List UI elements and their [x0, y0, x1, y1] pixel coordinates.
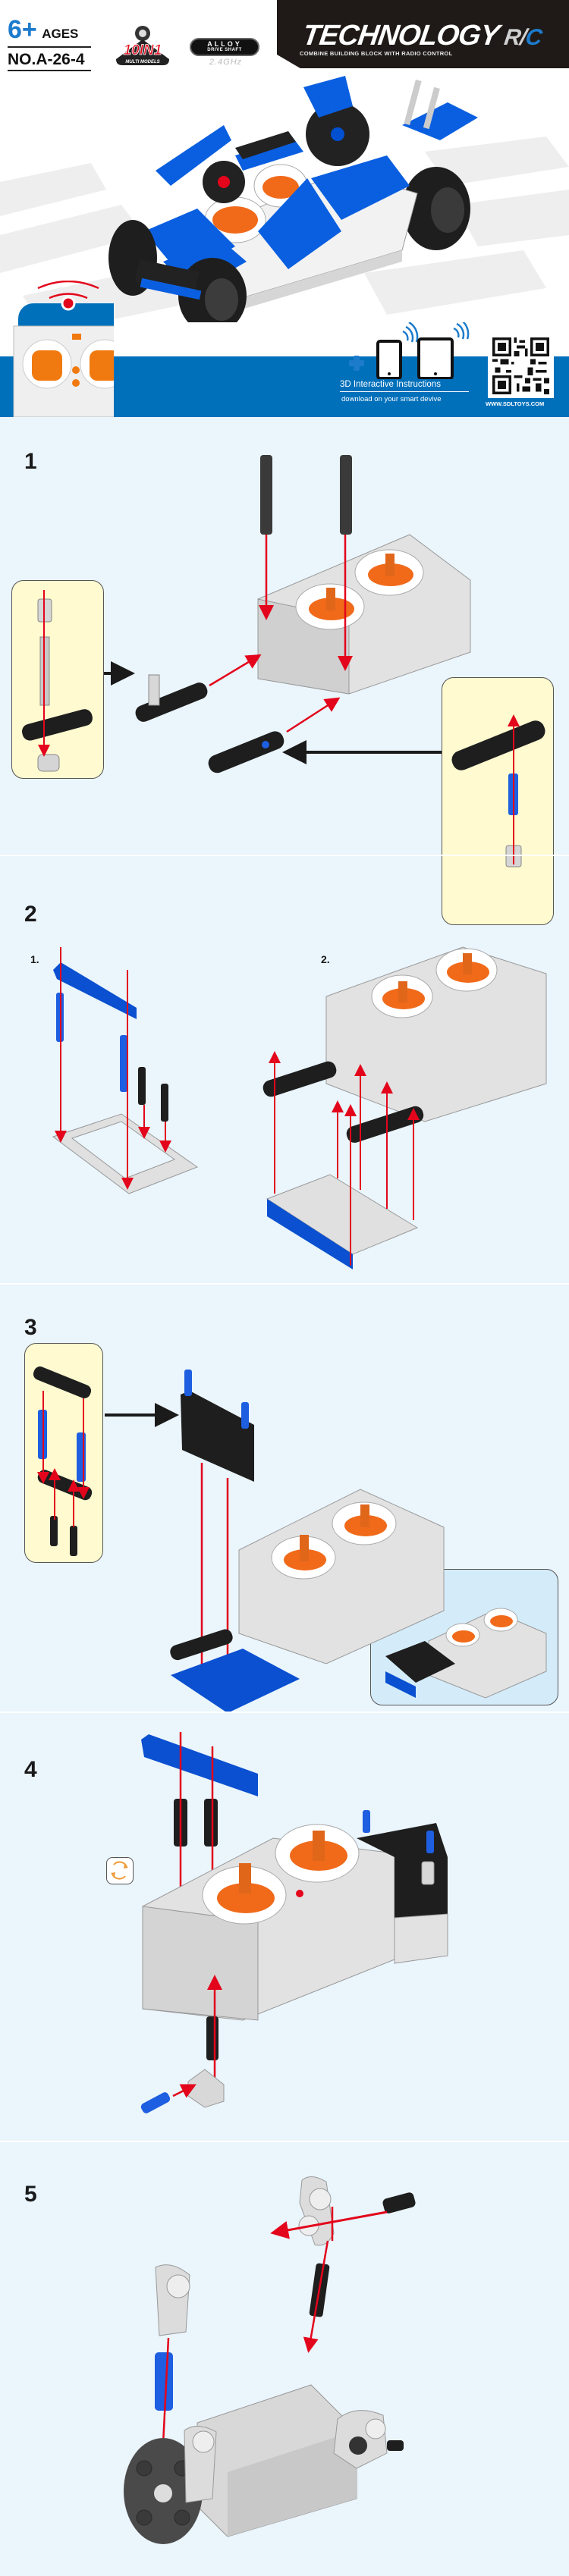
subassembly-inset-left	[11, 580, 104, 779]
wifi-signal-icon	[402, 321, 419, 343]
wifi-signal-icon-2	[453, 318, 470, 340]
step-number: 5	[24, 2182, 37, 2207]
product-header: 6+ AGES NO.A-26-4 10IN1 MULTI MODELS ALL…	[0, 0, 569, 417]
brand-rc-suffix: C	[523, 25, 543, 50]
axle-part	[340, 455, 352, 535]
age-label: AGES	[42, 27, 79, 41]
rotate-model-icon	[106, 1857, 134, 1884]
brand-rc: R/C	[503, 25, 543, 50]
model-number: NO.A-26-4	[8, 51, 91, 71]
brand-banner: TECHNOLOGYR/C COMBINE BUILDING BLOCK WIT…	[277, 0, 569, 68]
rc-car-model-image	[108, 76, 478, 322]
step-4: 4	[0, 1712, 569, 2141]
alloy-subtitle: DRIVE SHAFT	[207, 48, 242, 52]
age-rating: 6+ AGES	[8, 15, 91, 48]
brand-tagline: COMBINE BUILDING BLOCK WITH RADIO CONTRO…	[300, 50, 453, 57]
radio-controller-image	[13, 281, 114, 417]
tablet-icon	[417, 337, 454, 380]
step-1-illustration	[22, 455, 545, 868]
brand-title-text: TECHNOLOGY	[300, 20, 501, 52]
website-url[interactable]: WWW.SDLTOYS.COM	[486, 400, 545, 407]
step-2: 2 1. 2.	[0, 855, 569, 1283]
alloy-drive-shaft-badge: ALLOY DRIVE SHAFT 2.4GHz	[190, 38, 262, 67]
sub-step-label: 1.	[30, 953, 39, 965]
signal-wave-icon	[37, 281, 99, 290]
sub-step-label: 2.	[321, 953, 330, 965]
brand-title: TECHNOLOGYR/C	[300, 20, 544, 52]
app-promo: 3D Interactive Instructions download on …	[334, 318, 486, 413]
step-5: 5	[0, 2141, 569, 2574]
plus-icon	[349, 356, 364, 371]
multi-models-badge: 10IN1 MULTI MODELS	[112, 24, 174, 67]
badge-10in1-title: 10IN1	[124, 42, 162, 58]
smartphone-icon	[376, 340, 402, 380]
step-3-illustration	[33, 1366, 547, 1713]
qr-code[interactable]	[488, 334, 554, 398]
step-5-illustration	[124, 2176, 416, 2544]
step-number: 3	[24, 1315, 37, 1340]
step-3: 3	[0, 1283, 569, 1713]
step-number: 2	[24, 902, 37, 927]
alloy-title: ALLOY	[207, 40, 242, 48]
badge-10in1-subtitle: MULTI MODELS	[125, 60, 159, 64]
subassembly-inset-right	[442, 677, 554, 925]
step-1: 1	[0, 417, 569, 925]
step-number: 4	[24, 1757, 37, 1782]
age-number: 6+	[8, 15, 37, 44]
step-number: 1	[24, 449, 37, 474]
app-subtitle: download on your smart devive	[341, 395, 442, 403]
step-4-illustration	[140, 1732, 448, 2113]
app-title: 3D Interactive Instructions	[340, 380, 469, 392]
axle-part	[260, 455, 272, 535]
step-2-illustration	[52, 946, 547, 1269]
frequency-label: 2.4GHz	[209, 58, 243, 67]
